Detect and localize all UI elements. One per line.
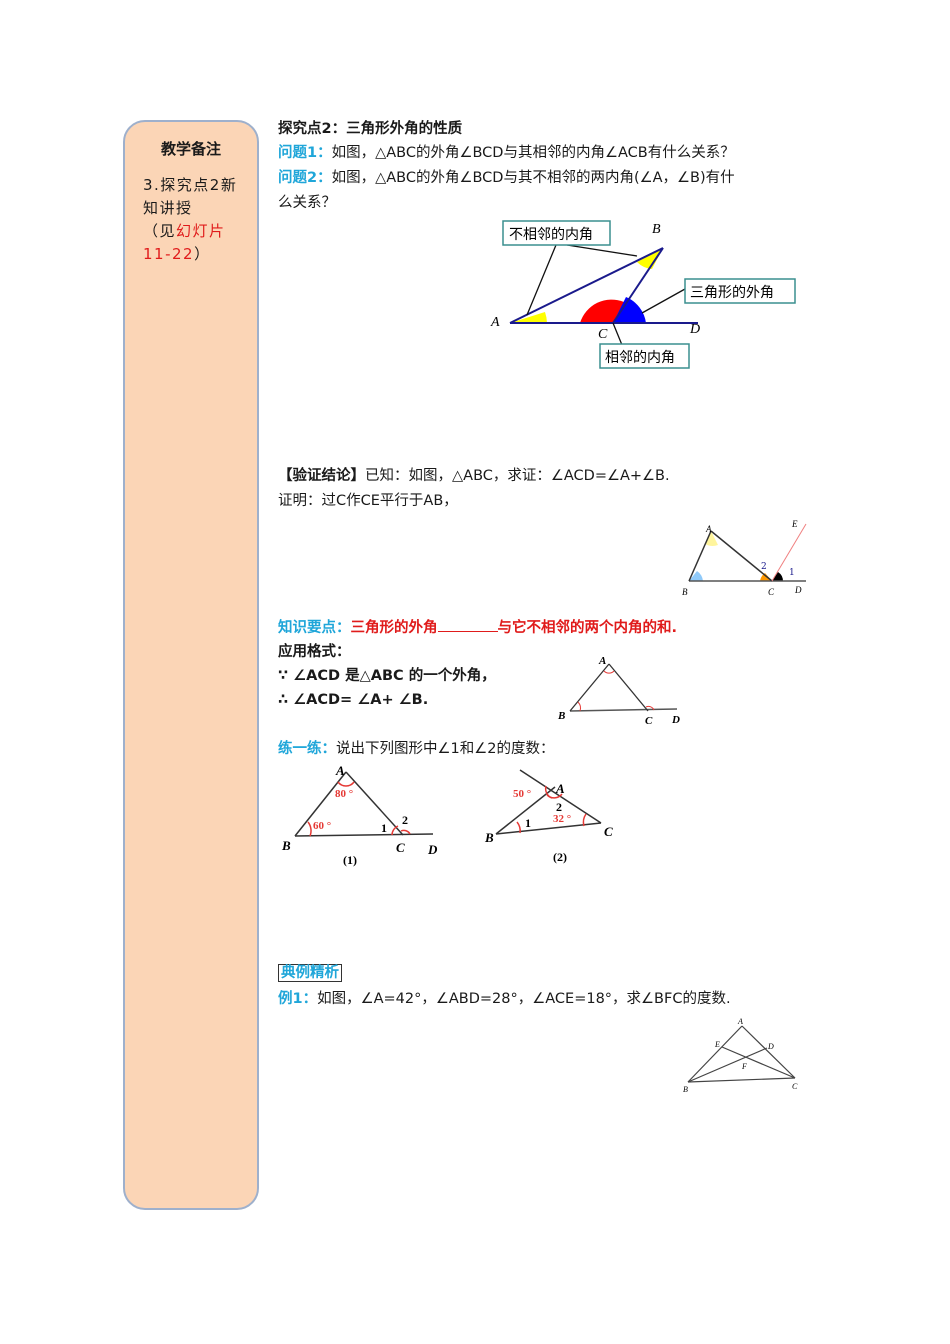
svg-text:D: D xyxy=(671,714,680,726)
practice-text: 说出下列图形中∠1和∠2的度数： xyxy=(336,741,555,757)
angle-a-fill xyxy=(510,312,547,323)
q2-text-line2: 么关系？ xyxy=(278,195,336,211)
svg-text:C: C xyxy=(792,1082,798,1091)
svg-text:B: B xyxy=(281,838,291,853)
question-2: 问题2：如图，△ABC的外角∠BCD与其不相邻的两内角(∠A，∠B)有什 xyxy=(278,167,735,189)
section-heading: 探究点2：三角形外角的性质 xyxy=(278,121,463,137)
svg-text:E: E xyxy=(714,1040,720,1049)
svg-text:1: 1 xyxy=(381,821,387,835)
svg-text:B: B xyxy=(682,587,688,597)
svg-text:C: C xyxy=(645,715,653,727)
svg-text:A: A xyxy=(555,781,565,796)
adjacent-angle-fill xyxy=(580,299,624,323)
keypoint-blank xyxy=(437,617,498,632)
svg-text:A: A xyxy=(598,655,606,667)
svg-text:D: D xyxy=(767,1042,774,1051)
example-label: 例1： xyxy=(278,991,318,1007)
application-label: 应用格式： xyxy=(278,644,351,660)
example-section-title: 典例精析 xyxy=(278,964,342,982)
svg-text:B: B xyxy=(557,710,565,722)
svg-text:D: D xyxy=(427,842,438,857)
svg-text:1: 1 xyxy=(525,816,531,830)
q1-text: 如图，△ABC的外角∠BCD与其相邻的内角∠ACB有什么关系？ xyxy=(331,145,735,161)
note-open: （见 xyxy=(143,222,177,240)
svg-text:60 °: 60 ° xyxy=(313,820,331,832)
q2-label: 问题2： xyxy=(278,170,332,186)
question-1: 问题1：如图，△ABC的外角∠BCD与其相邻的内角∠ACB有什么关系？ xyxy=(278,142,735,164)
q2-text-line1: 如图，△ABC的外角∠BCD与其不相邻的两内角(∠A，∠B)有什 xyxy=(331,170,735,186)
exterior-angle-fill xyxy=(613,297,646,323)
keypoint-after: 与它不相邻的两个内角的和. xyxy=(497,620,678,636)
keypoint-label: 知识要点： xyxy=(278,620,351,636)
example-section-label: 典例精析 xyxy=(278,962,342,984)
svg-text:32 °: 32 ° xyxy=(553,813,571,825)
svg-text:C: C xyxy=(396,840,405,855)
svg-text:B: B xyxy=(683,1085,688,1094)
callout-nonadjacent: 不相邻的内角 xyxy=(509,227,593,243)
keypoint: 知识要点：三角形的外角 与它不相邻的两个内角的和. xyxy=(278,617,677,639)
verify-label: 【验证结论】 xyxy=(278,468,365,484)
q1-label: 问题1： xyxy=(278,145,332,161)
svg-text:1: 1 xyxy=(789,568,795,578)
svg-text:2: 2 xyxy=(761,562,767,572)
svg-text:C: C xyxy=(604,824,613,839)
note-slide-ref: 幻灯片11-22 xyxy=(143,222,226,263)
svg-text:B: B xyxy=(484,830,494,845)
svg-text:D: D xyxy=(689,322,700,337)
svg-text:C: C xyxy=(768,587,775,597)
application-therefore: ∴ ∠ACD= ∠A+ ∠B. xyxy=(278,692,429,708)
practice: 练一练：说出下列图形中∠1和∠2的度数： xyxy=(278,738,554,760)
sidebar-note: 3.探究点2新知讲授 （见幻灯片11-22） xyxy=(143,174,247,266)
callout-exterior: 三角形的外角 xyxy=(690,285,774,301)
svg-text:F: F xyxy=(741,1062,747,1071)
verify-given: 【验证结论】已知：如图，△ABC，求证：∠ACD=∠A+∠B. xyxy=(278,465,670,487)
angle-b-fill xyxy=(637,248,663,269)
svg-text:(2): (2) xyxy=(553,850,567,864)
svg-text:80 °: 80 ° xyxy=(335,788,353,800)
svg-text:E: E xyxy=(791,519,798,529)
teaching-notes-sidebar: 教学备注 3.探究点2新知讲授 （见幻灯片11-22） xyxy=(123,120,259,1210)
svg-text:D: D xyxy=(794,585,802,595)
svg-text:2: 2 xyxy=(556,800,562,814)
svg-text:B: B xyxy=(652,222,661,237)
note-part1: 3.探究点2新知讲授 xyxy=(143,176,238,217)
svg-text:2: 2 xyxy=(402,813,408,827)
svg-text:A: A xyxy=(335,763,345,778)
verify-given-text: 已知：如图，△ABC，求证：∠ACD=∠A+∠B. xyxy=(365,468,670,484)
svg-text:(1): (1) xyxy=(343,853,357,867)
verify-proof: 证明：过C作CE平行于AB， xyxy=(278,493,458,509)
keypoint-before: 三角形的外角 xyxy=(350,620,438,636)
svg-text:C: C xyxy=(598,327,608,342)
svg-text:50 °: 50 ° xyxy=(513,788,531,800)
note-close: ） xyxy=(194,245,211,263)
example-text: 如图，∠A=42°，∠ABD=28°，∠ACE=18°，求∠BFC的度数. xyxy=(317,991,731,1007)
svg-text:A: A xyxy=(490,315,500,330)
svg-text:A: A xyxy=(737,1017,743,1026)
callout-adjacent: 相邻的内角 xyxy=(605,350,675,366)
example-1: 例1：如图，∠A=42°，∠ABD=28°，∠ACE=18°，求∠BFC的度数. xyxy=(278,988,731,1010)
application-because: ∵ ∠ACD 是△ABC 的一个外角， xyxy=(278,668,496,684)
practice-label: 练一练： xyxy=(278,741,336,757)
svg-text:A: A xyxy=(705,524,712,534)
sidebar-title: 教学备注 xyxy=(160,140,221,158)
